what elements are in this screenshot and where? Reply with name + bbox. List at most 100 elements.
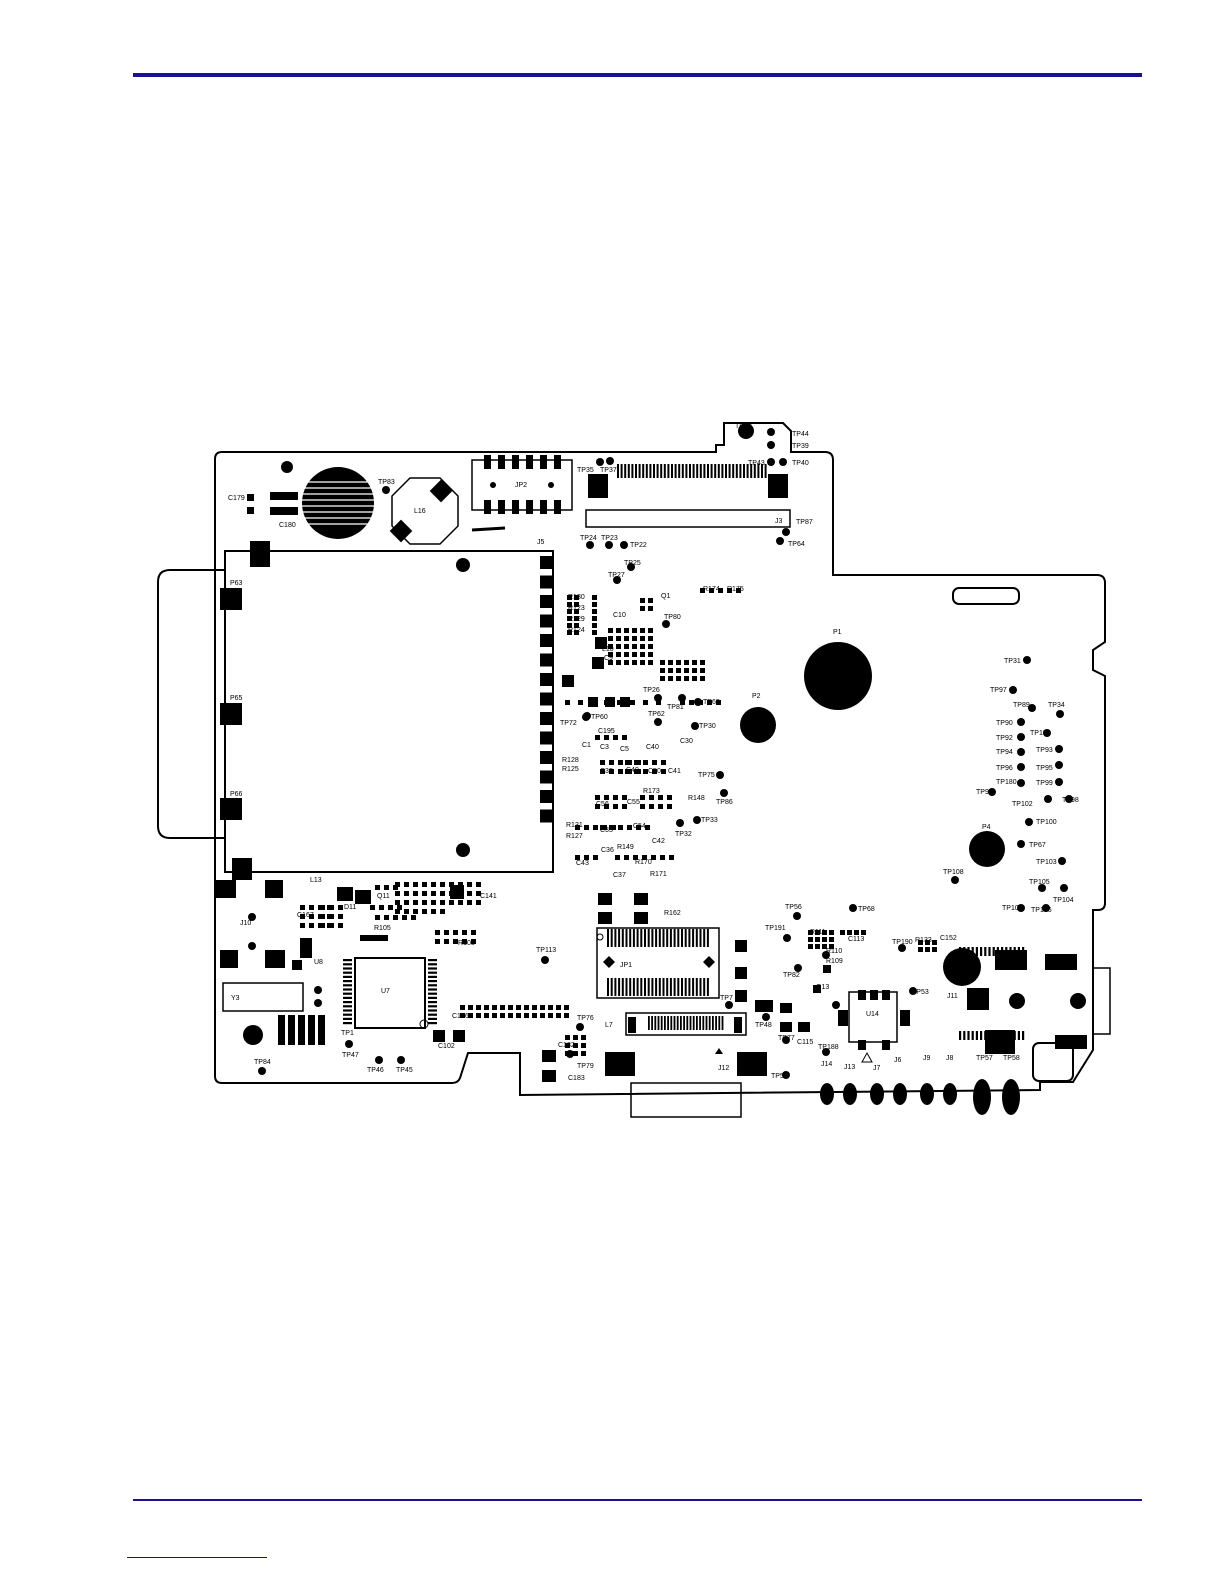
label-p1: P1	[833, 629, 842, 636]
label-tp98: TP98	[1062, 797, 1079, 804]
label-tp42: TP42	[735, 423, 752, 430]
label-c43: C43	[576, 860, 589, 867]
bottom-pins	[820, 1079, 1020, 1115]
label-tp58: TP58	[1003, 1055, 1020, 1062]
label-c5: C5	[620, 746, 629, 753]
label-tp76: TP76	[577, 1015, 594, 1022]
label-tp26: TP26	[643, 687, 660, 694]
label-r149: R149	[617, 844, 634, 851]
label-tp188: TP188	[818, 1044, 839, 1051]
label-j13: J13	[844, 1064, 855, 1071]
label-l7: L7	[605, 1022, 613, 1029]
label-c195: C195	[598, 728, 615, 735]
label-q11: Q11	[377, 893, 390, 900]
label-r173: R173	[643, 788, 660, 795]
label-jp2: JP2	[515, 482, 527, 489]
label-tp68: TP68	[858, 906, 875, 913]
label-tp81: TP81	[667, 704, 684, 711]
board-outline	[214, 422, 1106, 1097]
label-tp59: TP59	[771, 1073, 788, 1080]
label-tp7: TP7	[720, 995, 733, 1002]
label-r124: R124	[568, 627, 585, 634]
label-q1: Q1	[661, 593, 670, 600]
label-tp113: TP113	[536, 947, 556, 954]
label-tp62: TP62	[648, 711, 665, 718]
pad-p4	[969, 831, 1005, 867]
label-tp39: TP39	[792, 443, 809, 450]
label-r174: R174	[703, 586, 720, 593]
label-tp47: TP47	[342, 1052, 359, 1059]
label-c113: C113	[848, 936, 864, 943]
label-c56: C56	[596, 801, 609, 808]
label-tp34: TP34	[1048, 702, 1065, 709]
label-r162: R162	[664, 910, 681, 917]
label-tp75: TP75	[698, 772, 715, 779]
label-tp37: TP37	[600, 467, 617, 474]
label-d11: D11	[344, 904, 356, 911]
side-bracket	[157, 569, 224, 839]
label-c41: C41	[668, 768, 681, 775]
jp1-connector	[596, 927, 720, 999]
label-u8: U8	[314, 959, 323, 966]
battery	[302, 467, 374, 539]
label-tp191: TP191	[765, 925, 786, 932]
label-tp33: TP33	[701, 817, 718, 824]
footer-rule	[133, 1499, 1142, 1501]
label-tp48: TP48	[755, 1022, 772, 1029]
label-tp97: TP97	[990, 687, 1007, 694]
label-tp180: TP180	[996, 779, 1017, 786]
label-tp22: TP22	[630, 542, 647, 549]
label-tp32: TP32	[675, 831, 692, 838]
label-tp53: TP53	[912, 989, 929, 996]
label-r123: R123	[568, 605, 585, 612]
label-r170: R170	[635, 859, 652, 866]
label-c152: C152	[940, 935, 957, 942]
label-y3: Y3	[231, 995, 240, 1002]
label-c9: C9	[604, 655, 613, 662]
label-j5: J5	[537, 539, 545, 546]
label-c40: C40	[646, 744, 659, 751]
label-c3: C3	[600, 744, 609, 751]
label-j12: J12	[718, 1065, 729, 1072]
inductor-l16	[391, 477, 459, 545]
label-tp108: TP108	[943, 869, 964, 876]
label-tp102: TP102	[1012, 801, 1033, 808]
pad-p1	[804, 642, 872, 710]
pad-p2	[740, 707, 776, 743]
slot	[952, 587, 1020, 605]
label-tp30: TP30	[699, 723, 716, 730]
label-c167: C167	[297, 912, 314, 919]
label-r131: R131	[566, 822, 583, 829]
footer-underline	[127, 1557, 267, 1558]
label-c54: C54	[633, 823, 646, 830]
label-tp57: TP57	[976, 1055, 993, 1062]
label-p66: P66	[230, 791, 243, 798]
label-j8: J8	[946, 1055, 954, 1062]
label-tp82: TP82	[783, 972, 800, 979]
label-tp84: TP84	[254, 1059, 271, 1066]
label-p4: P4	[982, 824, 991, 831]
label-c179: C179	[228, 495, 245, 502]
label-p65: P65	[230, 695, 243, 702]
bottom-tab	[630, 1082, 742, 1118]
label-tp105: TP105	[1029, 879, 1050, 886]
label-tp100: TP100	[1036, 819, 1057, 826]
label-tp31: TP31	[1004, 658, 1021, 665]
chip-u7	[354, 957, 426, 1029]
label-r133: R133	[915, 937, 932, 944]
label-tp96: TP96	[996, 765, 1013, 772]
label-c182: C182	[558, 1042, 575, 1049]
label-r103: R103	[458, 940, 475, 947]
label-c42: C42	[652, 838, 665, 845]
label-c50: C50	[648, 768, 661, 775]
label-tp83: TP83	[378, 479, 395, 486]
label-r128: R128	[562, 757, 579, 764]
label-tp103: TP103	[1036, 859, 1057, 866]
label-tp99: TP99	[1036, 780, 1053, 787]
label-r109: R109	[826, 958, 843, 965]
label-d4: D4	[454, 893, 463, 900]
jp2-connector	[471, 459, 573, 511]
label-tp90: TP90	[996, 720, 1013, 727]
label-tp44: TP44	[792, 431, 809, 438]
